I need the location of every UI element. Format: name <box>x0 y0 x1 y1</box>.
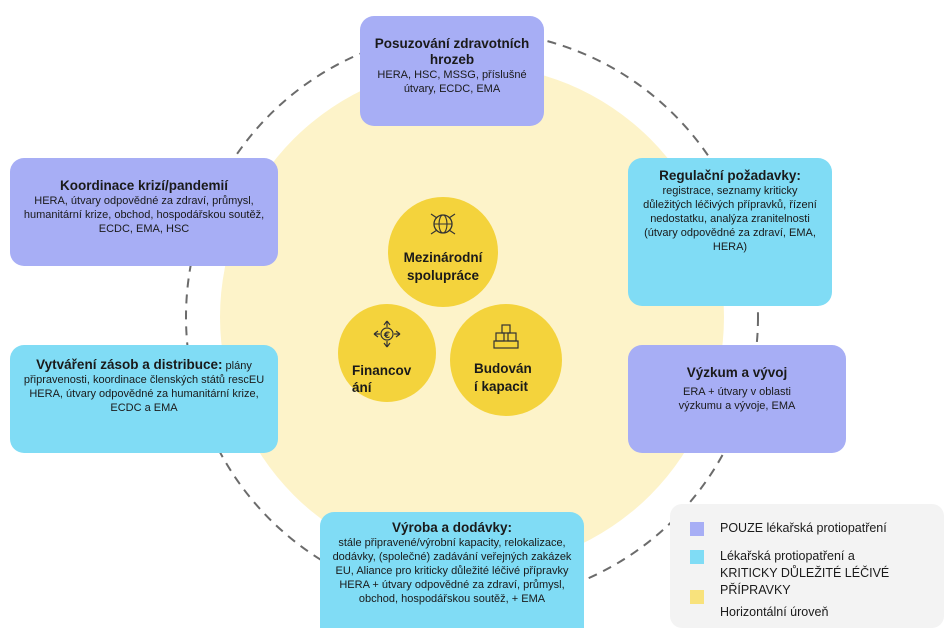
building-blocks-icon <box>493 324 519 349</box>
financing-label: Financování <box>352 363 412 395</box>
regulatory-body: registrace, seznamy kriticky důležitých … <box>643 185 817 253</box>
crisis-coordination-body: HERA, útvary odpovědné za zdraví, průmys… <box>23 195 265 235</box>
threat-assessment-body: HERA, HSC, MSSG, příslušné útvary, ECDC,… <box>377 69 527 95</box>
international-cooperation-label: Mezinárodní spolupráce <box>403 250 483 283</box>
legend-swatch-purple <box>690 522 704 536</box>
legend-swatch-cyan <box>690 550 704 564</box>
production-body: stále připravené/výrobní kapacity, relok… <box>332 537 572 605</box>
legend-item-cyan: Lékařská protiopatření a KRITICKY DŮLEŽI… <box>690 548 900 599</box>
box-regulatory-requirements: Regulační požadavky: registrace, seznamy… <box>628 158 832 306</box>
circle-capacity-building: Budování kapacit <box>450 304 562 416</box>
threat-assessment-title: Posuzování zdravotních hrozeb <box>374 36 530 67</box>
regulatory-title: Regulační požadavky: <box>659 168 801 183</box>
box-threat-assessment: Posuzování zdravotních hrozeb HERA, HSC,… <box>360 16 544 126</box>
euro-arrows-icon: € <box>373 320 401 348</box>
crisis-coordination-title: Koordinace krizí/pandemií <box>59 178 229 193</box>
svg-text:€: € <box>383 331 390 341</box>
stockpiling-title: Vytváření zásob a distribuce: <box>36 357 223 372</box>
circle-international-cooperation: Mezinárodní spolupráce <box>388 197 498 307</box>
box-production-supply: Výroba a dodávky: stále připravené/výrob… <box>320 512 584 628</box>
research-body: ERA + útvary v oblasti výzkumu a vývoje,… <box>678 386 796 412</box>
box-research-development: Výzkum a vývoj ERA + útvary v oblasti vý… <box>628 345 846 453</box>
research-title: Výzkum a vývoj <box>686 365 788 380</box>
legend-swatch-yellow <box>690 590 704 604</box>
legend-label: POUZE lékařská protiopatření <box>720 521 887 535</box>
legend: POUZE lékařská protiopatření Lékařská pr… <box>670 504 944 628</box>
legend-item-purple: POUZE lékařská protiopatření <box>690 520 887 537</box>
circle-financing: € Financování <box>338 304 436 402</box>
globe-network-icon <box>430 213 456 235</box>
box-stockpiling-distribution: Vytváření zásob a distribuce: plány přip… <box>10 345 278 453</box>
capacity-building-label: Budování kapacit <box>474 361 532 394</box>
production-title: Výroba a dodávky: <box>391 520 513 535</box>
legend-label: Horizontální úroveň <box>720 605 829 619</box>
legend-label: Lékařská protiopatření a KRITICKY DŮLEŽI… <box>720 549 890 597</box>
box-crisis-coordination: Koordinace krizí/pandemií HERA, útvary o… <box>10 158 278 266</box>
legend-item-yellow: Horizontální úroveň <box>690 588 900 621</box>
stockpiling-body: plány připravenosti, koordinace členskýc… <box>23 360 265 414</box>
